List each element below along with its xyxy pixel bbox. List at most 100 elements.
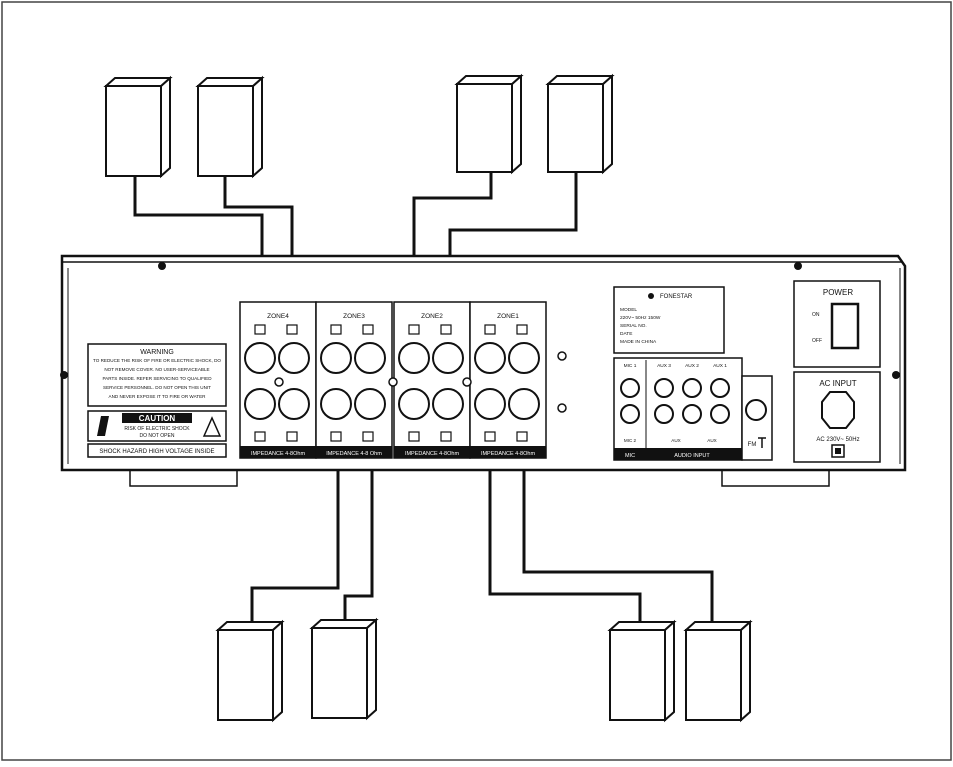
antenna-icon (758, 437, 766, 448)
terminal-marker-icon (516, 324, 528, 335)
speaker-terminal[interactable] (354, 342, 386, 374)
speaker-bottom-1 (215, 619, 285, 723)
rating-line: 220V~ 50Hz 150W (620, 315, 661, 321)
warning-line: TO REDUCE THE RISK OF FIRE OR ELECTRIC S… (93, 358, 221, 363)
impedance-label: IMPEDANCE 4-8 Ohm (326, 451, 382, 457)
caution-line-2: DO NOT OPEN (140, 433, 175, 439)
rca-jack[interactable] (654, 378, 674, 398)
warning-text-lines: TO REDUCE THE RISK OF FIRE OR ELECTRIC S… (93, 358, 221, 399)
mic-jack[interactable] (620, 378, 640, 398)
speaker-terminal[interactable] (474, 342, 506, 374)
rating-line: MODEL (620, 307, 637, 313)
speaker-terminal[interactable] (244, 388, 276, 420)
speaker-terminal[interactable] (474, 388, 506, 420)
terminal-marker-icon (484, 324, 496, 335)
speaker-terminal[interactable] (398, 388, 430, 420)
speaker-terminal[interactable] (244, 342, 276, 374)
ac-input-title: AC INPUT (819, 379, 856, 388)
brand-name: FONESTAR (660, 294, 693, 300)
warning-line: NOT REMOVE COVER. NO USER-SERVICEABLE (104, 367, 209, 372)
rca-jack[interactable] (710, 378, 730, 398)
warning-line: SERVICE PERSONNEL. DO NOT OPEN THIS UNIT (103, 385, 211, 390)
terminal-marker-icon (484, 431, 496, 442)
power-panel: POWER ON OFF (793, 280, 881, 368)
rca-jack[interactable] (682, 378, 702, 398)
zone-label: ZONE3 (343, 313, 365, 320)
terminal-marker-icon (254, 431, 266, 442)
exclamation-warning-icon (202, 416, 222, 437)
shock-hazard-text: SHOCK HAZARD HIGH VOLTAGE INSIDE (99, 449, 214, 455)
speaker-terminal[interactable] (278, 342, 310, 374)
speaker-terminal[interactable] (432, 342, 464, 374)
input-bottom-label: AUX (671, 438, 680, 443)
audio-input-group-label: AUDIO INPUT (674, 453, 710, 459)
cable-bottom-speaker-1 (250, 360, 340, 625)
mic-label: MIC 1 (624, 363, 637, 369)
antenna-label: FM (748, 442, 757, 448)
rating-line: DATE (620, 331, 632, 337)
speaker-top-4 (545, 73, 615, 175)
rca-jack[interactable] (682, 404, 702, 424)
input-bottom-label: AUX (707, 438, 716, 443)
terminal-marker-icon (330, 324, 342, 335)
impedance-label: IMPEDANCE 4-8Ohm (251, 451, 306, 457)
mic-jack[interactable] (620, 404, 640, 424)
speaker-bottom-2 (309, 617, 379, 721)
rating-line: SERIAL NO. (620, 323, 647, 329)
terminal-marker-icon (440, 431, 452, 442)
warning-line: PARTS INSIDE. REFER SERVICING TO QUALIFI… (102, 376, 212, 381)
terminal-marker-icon (516, 431, 528, 442)
speaker-terminal[interactable] (508, 388, 540, 420)
impedance-label: IMPEDANCE 4-8Ohm (405, 451, 460, 457)
terminal-marker-icon (362, 431, 374, 442)
caution-title: CAUTION (139, 414, 176, 423)
speaker-bottom-4 (683, 619, 753, 723)
warning-line: AND NEVER EXPOSE IT TO FIRE OR WATER (109, 394, 207, 399)
warning-title: WARNING (140, 349, 174, 356)
speaker-terminal[interactable] (398, 342, 430, 374)
terminal-marker-icon (440, 324, 452, 335)
terminal-marker-icon (286, 324, 298, 335)
input-label: AUX 2 (685, 363, 699, 369)
speaker-top-1 (103, 75, 173, 179)
brand-logo-icon (648, 293, 654, 299)
lightning-warning-icon (97, 416, 109, 436)
speaker-terminal[interactable] (432, 388, 464, 420)
warning-label: WARNING TO REDUCE THE RISK OF FIRE OR EL… (87, 343, 227, 458)
speaker-terminal[interactable] (278, 388, 310, 420)
speaker-terminal[interactable] (508, 342, 540, 374)
ac-input-panel: AC INPUT AC 230V~ 50Hz (793, 371, 881, 463)
terminal-marker-icon (408, 324, 420, 335)
speaker-terminal[interactable] (320, 342, 352, 374)
ac-socket[interactable] (821, 391, 855, 429)
input-label: AUX 1 (713, 363, 727, 369)
input-label: AUX 3 (657, 363, 671, 369)
zone-label: ZONE4 (267, 313, 289, 320)
cable-bottom-speaker-3 (488, 362, 642, 625)
speaker-top-2 (195, 75, 265, 179)
power-off-label: OFF (812, 338, 822, 344)
speaker-terminal[interactable] (320, 388, 352, 420)
rating-label: FONESTAR MODEL 220V~ 50Hz 150W SERIAL NO. D… (613, 286, 725, 354)
mic-group-label: MIC (625, 453, 635, 459)
audio-input-panel: MIC 1 AUX 3 AUX 2 AUX 1 MIC 2 AUX AUX MIC AUDIO … (613, 357, 773, 461)
terminal-marker-icon (286, 431, 298, 442)
zone-label: ZONE1 (497, 313, 519, 320)
rca-jack[interactable] (654, 404, 674, 424)
cable-bottom-speaker-2 (343, 360, 374, 620)
input-bottom-label: MIC 2 (624, 438, 637, 443)
speaker-terminal[interactable] (354, 388, 386, 420)
rca-jack[interactable] (710, 404, 730, 424)
power-switch[interactable] (830, 302, 860, 350)
power-on-label: ON (812, 312, 820, 318)
terminal-marker-icon (362, 324, 374, 335)
antenna-jack[interactable] (745, 399, 767, 421)
caution-line-1: RISK OF ELECTRIC SHOCK (124, 426, 190, 432)
